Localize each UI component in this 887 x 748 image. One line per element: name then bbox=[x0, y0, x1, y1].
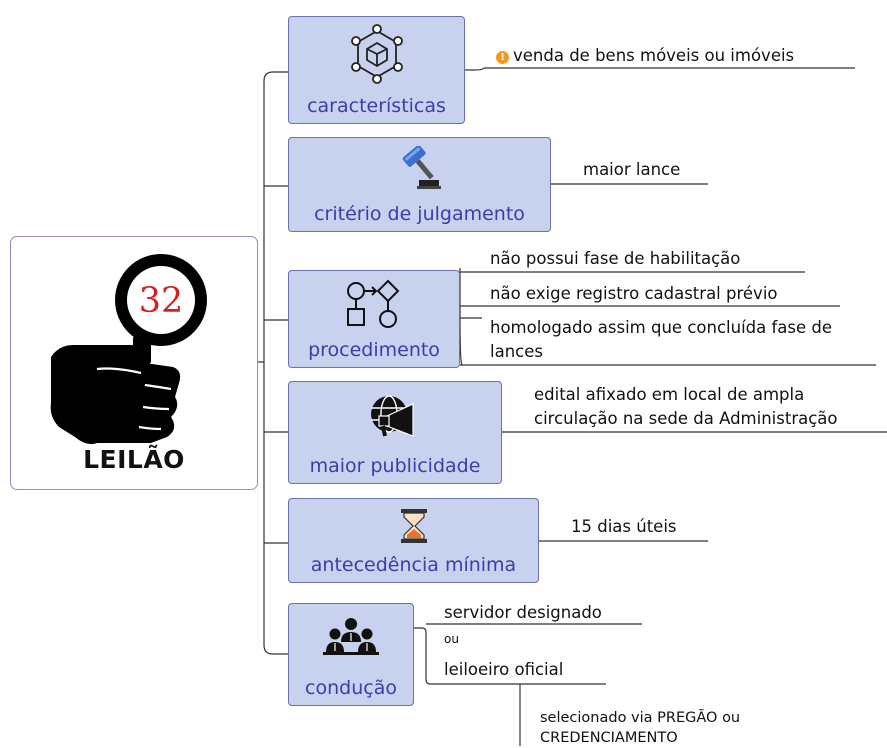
note-fase-habilitacao[interactable]: não possui fase de habilitação bbox=[490, 249, 741, 268]
note-leiloeiro-oficial[interactable]: leiloeiro oficial bbox=[444, 660, 564, 679]
badge-number: 32 bbox=[139, 281, 184, 321]
note-edital-afixado[interactable]: edital afixado em local de ampla circula… bbox=[534, 385, 838, 428]
topic-conducao[interactable]: condução bbox=[288, 603, 414, 706]
note-registro-cadastral[interactable]: não exige registro cadastral prévio bbox=[490, 284, 778, 303]
note-15-dias[interactable]: 15 dias úteis bbox=[571, 517, 677, 536]
topic-label: critério de julgamento bbox=[314, 203, 525, 225]
note-selecionado-via[interactable]: selecionado via PREGÃO ou CREDENCIAMENTO bbox=[540, 710, 741, 746]
warning-icon: ! bbox=[496, 51, 509, 64]
team-icon bbox=[323, 618, 379, 655]
note-homologado[interactable]: homologado assim que concluída fase de l… bbox=[490, 318, 833, 361]
topic-antecedencia-minima[interactable]: antecedência mínima bbox=[288, 498, 539, 583]
magnifier-in-hand-icon: 32 bbox=[50, 254, 207, 445]
hourglass-icon bbox=[400, 509, 427, 543]
globe-megaphone-icon bbox=[371, 395, 414, 437]
topic-criterio-julgamento[interactable]: critério de julgamento bbox=[288, 137, 551, 232]
network-cube-icon bbox=[350, 24, 403, 84]
topic-label: procedimento bbox=[308, 339, 440, 361]
topic-label: características bbox=[307, 95, 446, 117]
topic-caracteristicas[interactable]: características bbox=[288, 16, 465, 124]
note-maior-lance[interactable]: maior lance bbox=[583, 160, 681, 179]
note-venda-bens[interactable]: ! venda de bens móveis ou imóveis bbox=[496, 44, 794, 68]
topic-label: maior publicidade bbox=[309, 455, 481, 477]
gavel-icon bbox=[402, 146, 441, 189]
root-title: LEILÃO bbox=[83, 445, 185, 474]
flowchart-icon bbox=[347, 279, 400, 328]
note-ou: ou bbox=[444, 632, 459, 646]
note-text: venda de bens móveis ou imóveis bbox=[513, 46, 795, 65]
topic-label: antecedência mínima bbox=[310, 554, 517, 576]
note-servidor-designado[interactable]: servidor designado bbox=[444, 603, 602, 622]
root-topic[interactable]: 32 LEILÃO bbox=[10, 236, 258, 490]
topic-procedimento[interactable]: procedimento bbox=[288, 270, 460, 368]
topic-label: condução bbox=[305, 677, 397, 699]
topic-maior-publicidade[interactable]: maior publicidade bbox=[288, 381, 502, 484]
